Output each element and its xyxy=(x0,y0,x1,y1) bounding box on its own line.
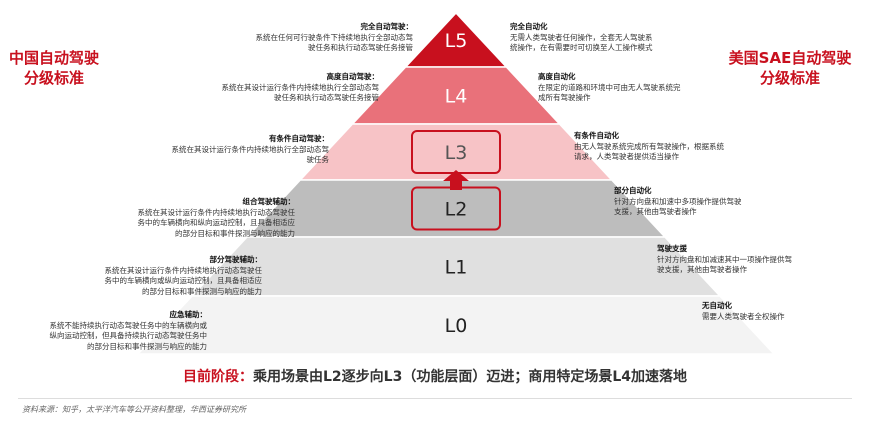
desc-title: 组合驾驶辅助： xyxy=(242,197,296,206)
desc-line: 务中的车辆横向和纵向运动控制，且具备相适应 xyxy=(137,218,296,227)
desc-line: 系统在其设计运行条件内持续地执行全部动态驾 xyxy=(221,82,380,92)
level-label-l3: L3 xyxy=(445,142,468,164)
desc-line: 系统在其设计运行条件内持续地执行全部动态驾 xyxy=(171,144,330,154)
desc-line: 驶任务 xyxy=(306,155,330,164)
desc-line: 针对方向盘和加减速其中一项操作提供驾 xyxy=(657,254,792,264)
current-stage-text: 乘用场景由L2逐步向L3（功能层面）迈进；商用特定场景L4加速落地 xyxy=(253,369,687,385)
desc-title: 部分自动化 xyxy=(614,186,652,195)
pyramid-band-l0 xyxy=(136,295,776,355)
desc-line: 系统在其设计运行条件内持续地执行动态驾驶任 xyxy=(137,207,296,217)
cn-desc-l2: 组合驾驶辅助：系统在其设计运行条件内持续地执行动态驾驶任务中的车辆横向和纵向运动… xyxy=(138,197,296,239)
level-label-l2: L2 xyxy=(445,199,468,221)
desc-title: 驾驶支援 xyxy=(657,244,687,253)
sae-desc-l2: 部分自动化针对方向盘和加速中多项操作提供驾驶支援，其他由驾驶者操作 xyxy=(614,186,742,218)
desc-line: 支援，其他由驾驶者操作 xyxy=(614,207,697,216)
desc-line: 驶任务和执行动态驾驶任务接管 xyxy=(308,43,413,52)
desc-title: 完全自动化 xyxy=(510,22,548,31)
level-label-l5: L5 xyxy=(445,30,468,52)
desc-title: 有条件自动驾驶： xyxy=(269,134,329,143)
cn-desc-l1: 部分驾驶辅助：系统在其设计运行条件内持续地执行动态驾驶任务中的车辆横向或纵向运动… xyxy=(105,255,263,297)
desc-line: 的部分目标和事件探测与响应的能力 xyxy=(87,341,207,351)
desc-line: 无需人类驾驶者任何操作，全套无人驾驶系 xyxy=(510,32,653,42)
desc-title: 部分驾驶辅助： xyxy=(209,255,263,264)
cn-desc-l0: 应急辅助：系统不能持续执行动态驾驶任务中的车辆横向或纵向运动控制，但具备持续执行… xyxy=(50,310,208,352)
desc-line: 驶支援，其他由驾驶者操作 xyxy=(657,265,747,274)
level-label-l4: L4 xyxy=(445,86,468,108)
divider xyxy=(18,398,852,399)
desc-line: 由无人驾驶系统完成所有驾驶操作，根据系统 xyxy=(574,141,724,151)
desc-line: 的部分目标和事件探测与响应的能力 xyxy=(175,228,295,238)
desc-title: 高度自动驾驶： xyxy=(326,72,380,81)
level-label-l0: L0 xyxy=(445,315,468,337)
sae-desc-l4: 高度自动化在限定的道路和环境中可由无人驾驶系统完成所有驾驶操作 xyxy=(538,72,681,104)
cn-desc-l4: 高度自动驾驶：系统在其设计运行条件内持续地执行全部动态驾驶任务和执行动态驾驶任务… xyxy=(222,72,380,104)
sae-desc-l1: 驾驶支援针对方向盘和加减速其中一项操作提供驾驶支援，其他由驾驶者操作 xyxy=(657,244,792,276)
current-stage-prefix: 目前阶段： xyxy=(183,369,253,385)
current-stage-summary: 目前阶段：乘用场景由L2逐步向L3（功能层面）迈进；商用特定场景L4加速落地 xyxy=(0,366,870,386)
sae-desc-l3: 有条件自动化由无人驾驶系统完成所有驾驶操作，根据系统请求，人类驾驶者提供适当操作 xyxy=(574,131,724,163)
desc-line: 系统在任何可行驶条件下持续地执行全部动态驾 xyxy=(255,32,414,42)
desc-line: 需要人类驾驶者全权操作 xyxy=(702,311,785,321)
desc-title: 应急辅助： xyxy=(169,310,208,319)
desc-line: 务中的车辆横向或纵向运动控制，且具备相适应 xyxy=(104,276,263,285)
sae-standard-title: 美国SAE自动驾驶 分级标准 xyxy=(728,49,852,87)
desc-line: 系统不能持续执行动态驾驶任务中的车辆横向或 xyxy=(49,320,208,330)
desc-line: 驶任务和执行动态驾驶任务接管 xyxy=(274,93,379,102)
desc-line: 在限定的道路和环境中可由无人驾驶系统完 xyxy=(538,82,681,92)
desc-line: 纵向运动控制，但具备持续执行动态驾驶任务中 xyxy=(49,331,208,340)
desc-title: 无自动化 xyxy=(702,301,732,310)
upgrade-arrow-icon xyxy=(443,170,469,190)
cn-desc-l3: 有条件自动驾驶：系统在其设计运行条件内持续地执行全部动态驾驶任务 xyxy=(172,134,330,166)
sae-desc-l5: 完全自动化无需人类驾驶者任何操作，全套无人驾驶系统操作，在有需要时可切换至人工操… xyxy=(510,22,653,54)
desc-line: 的部分目标和事件探测与响应的能力 xyxy=(142,286,262,296)
desc-line: 成所有驾驶操作 xyxy=(538,93,591,102)
desc-line: 统操作，在有需要时可切换至人工操作模式 xyxy=(510,43,653,52)
desc-line: 请求，人类驾驶者提供适当操作 xyxy=(574,152,679,161)
desc-line: 针对方向盘和加速中多项操作提供驾驶 xyxy=(614,196,742,206)
desc-title: 有条件自动化 xyxy=(574,131,619,140)
level-label-l1: L1 xyxy=(445,257,468,279)
desc-title: 高度自动化 xyxy=(538,72,576,81)
desc-title: 完全自动驾驶： xyxy=(360,22,414,31)
china-standard-title: 中国自动驾驶 分级标准 xyxy=(8,49,99,87)
source-note: 资料来源：知乎，太平洋汽车等公开资料整理，华西证券研究所 xyxy=(22,405,246,414)
sae-desc-l0: 无自动化需要人类驾驶者全权操作 xyxy=(702,301,785,322)
desc-line: 系统在其设计运行条件内持续地执行动态驾驶任 xyxy=(104,265,263,275)
cn-desc-l5: 完全自动驾驶：系统在任何可行驶条件下持续地执行全部动态驾驶任务和执行动态驾驶任务… xyxy=(256,22,414,54)
